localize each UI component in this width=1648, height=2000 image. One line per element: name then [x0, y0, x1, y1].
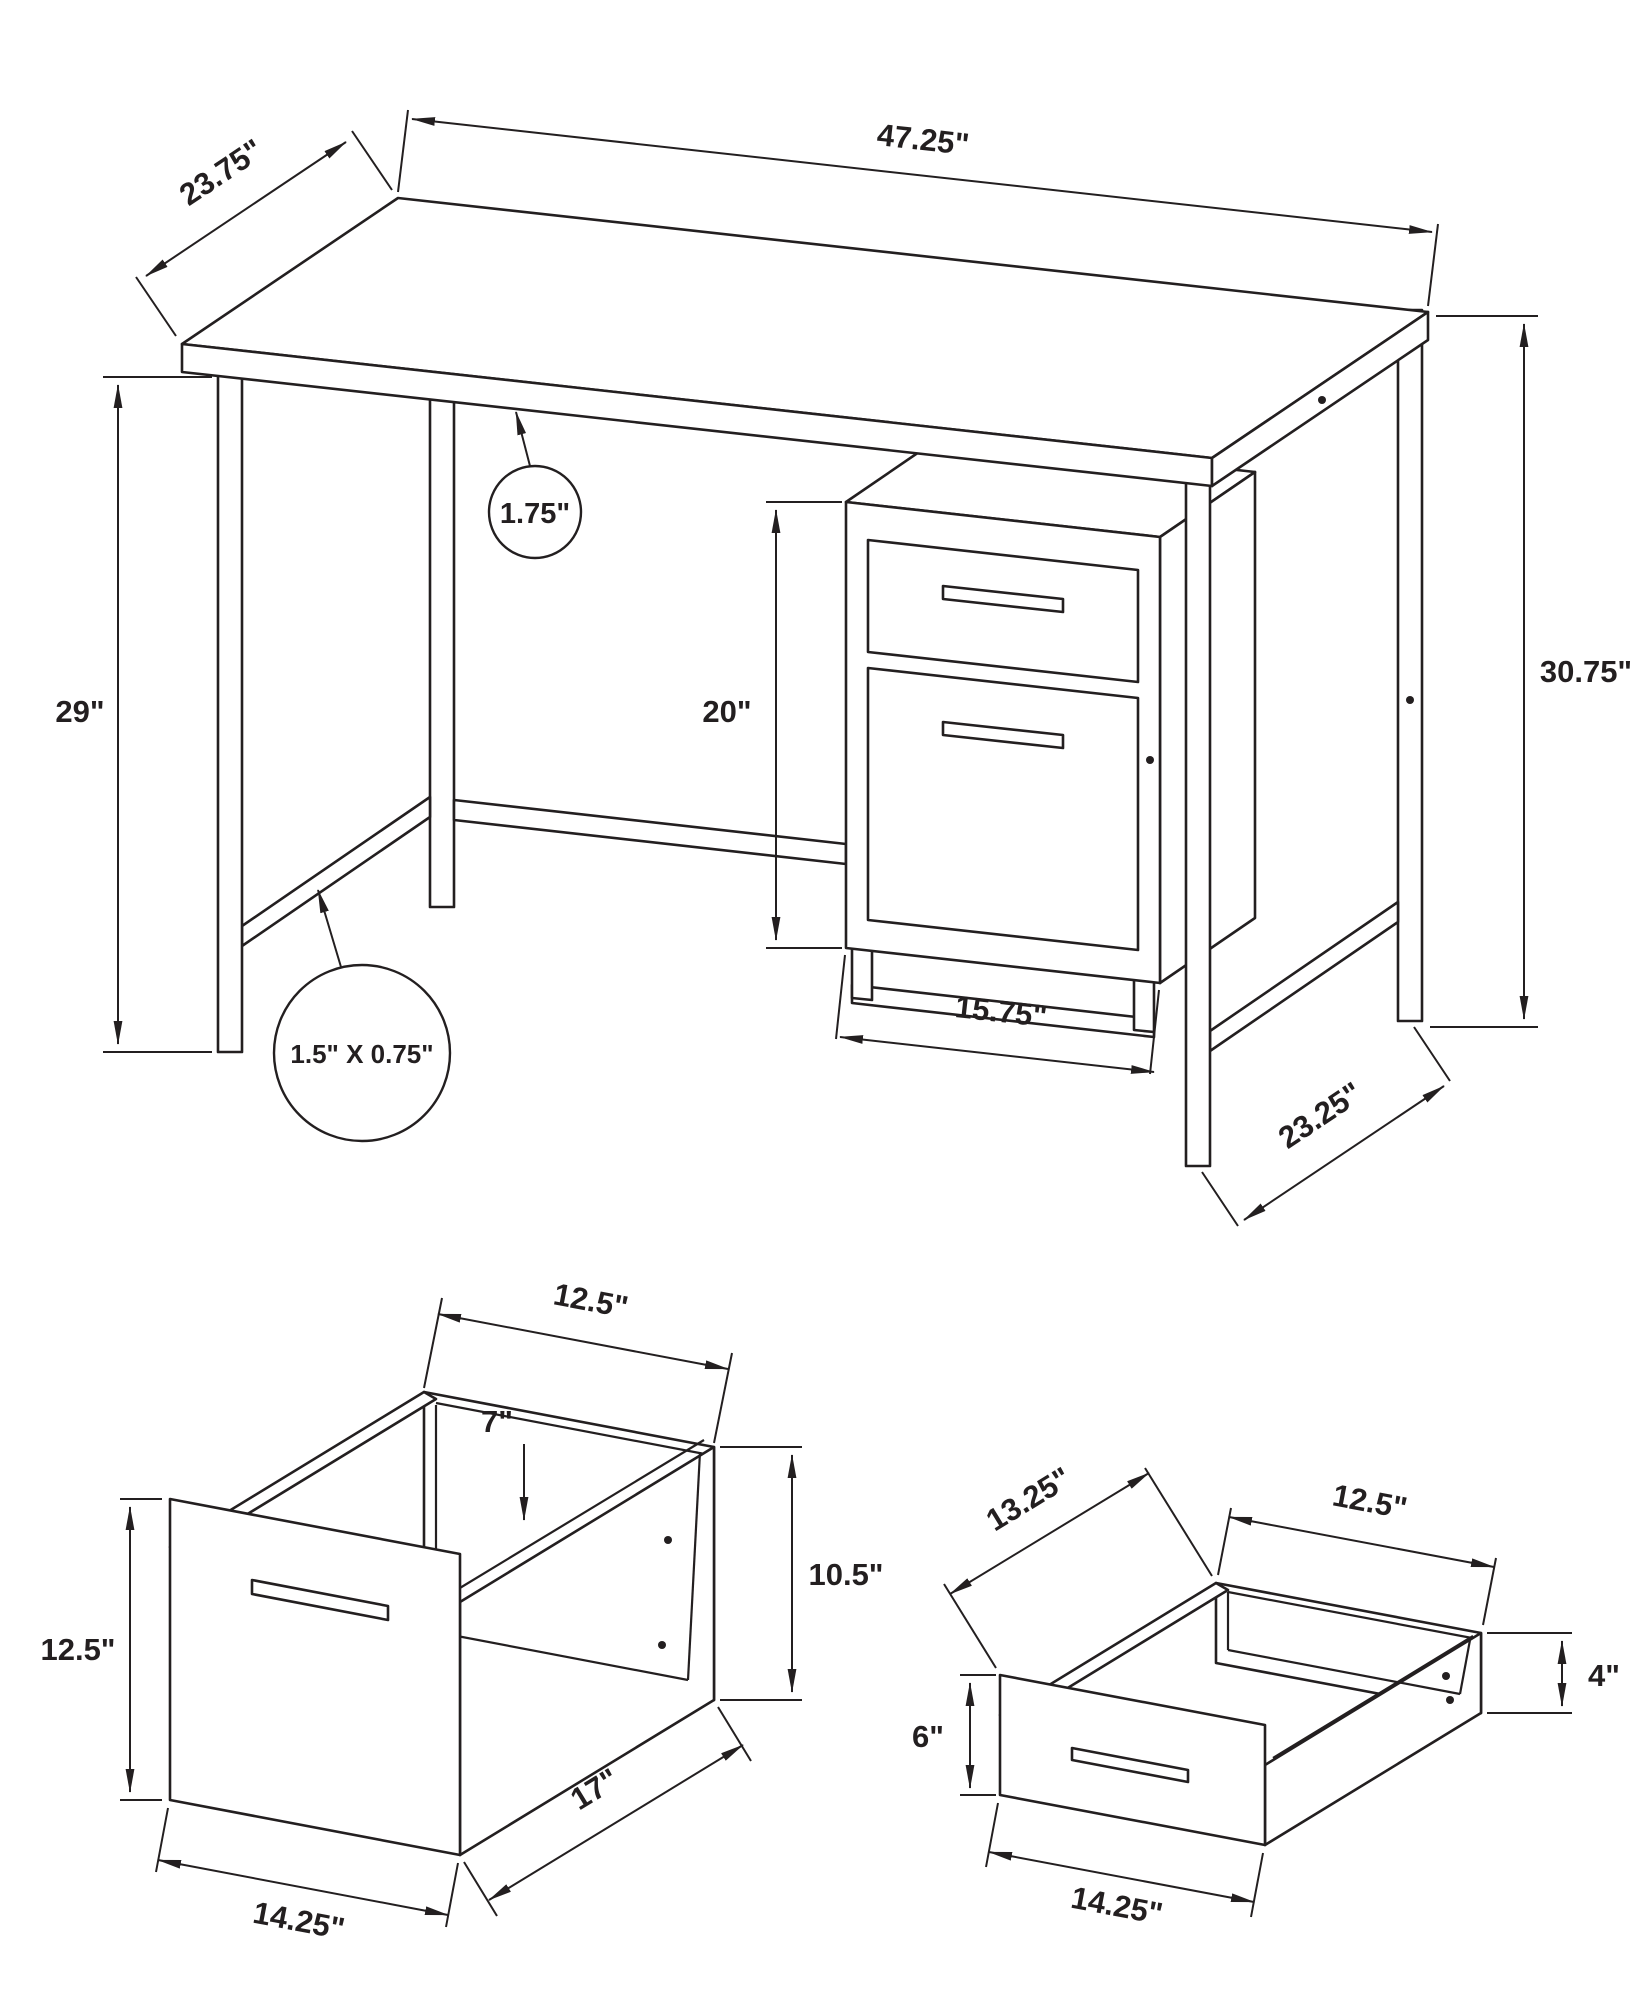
leader-line	[515, 411, 531, 467]
dimension-line	[949, 1472, 1150, 1595]
dim-desk-leg-height: 29"	[55, 376, 212, 1053]
extension-line	[351, 130, 393, 191]
dimension-line	[488, 1744, 744, 1901]
extension-line	[835, 954, 846, 1040]
small-drawer-view: 13.25" 12.5" 6" 4" 14.25"	[912, 1460, 1620, 1931]
desk-pedestal	[844, 435, 1257, 1039]
extension-line	[985, 1802, 999, 1868]
extension-line	[135, 276, 177, 337]
extension-line	[1144, 1467, 1213, 1577]
dim-label: 20"	[702, 694, 751, 729]
small-drawer-handle	[1070, 1746, 1190, 1784]
extension-line	[397, 109, 409, 193]
extension-line	[1250, 1852, 1264, 1918]
extension-line	[463, 1861, 498, 1917]
dim-file-drawer-front-height: 12.5"	[40, 1498, 162, 1801]
dimension-line	[157, 1859, 449, 1916]
interior-floor-edge	[435, 1630, 689, 1682]
top-drawer-handle	[941, 584, 1065, 614]
bottom-drawer-front	[866, 666, 1140, 952]
dim-label: 10.5"	[808, 1557, 883, 1592]
fastener-hole-dot	[658, 1641, 666, 1649]
back-rim-inner-edge	[1227, 1590, 1473, 1640]
extension-line	[423, 1297, 443, 1389]
interior-floor-edge	[1227, 1648, 1461, 1696]
dim-label: 1.5" X 0.75"	[290, 1039, 433, 1069]
extension-line	[717, 1706, 752, 1762]
file-drawer-view: 12.5" 7" 10.5" 12.5" 17"	[40, 1277, 883, 1947]
fastener-hole-dot	[1146, 756, 1154, 764]
file-drawer-front-panel	[168, 1497, 462, 1857]
callout-circle	[487, 464, 583, 560]
dim-file-drawer-back-height: 10.5"	[720, 1446, 884, 1701]
leader-line	[317, 889, 342, 968]
extension-line	[1482, 1557, 1497, 1626]
side-rim-inner-edge	[449, 1439, 705, 1595]
dim-file-drawer-inner-height: 7"	[481, 1404, 529, 1521]
extension-line	[943, 1583, 997, 1669]
interior-corner-edge	[686, 1451, 702, 1681]
desk-right-back-leg	[1396, 308, 1424, 1023]
dimension-line	[145, 141, 347, 277]
desk-view: 23.75" 47.25" 1.75" 29" 20"	[55, 109, 1632, 1227]
extension-line	[1413, 1026, 1451, 1082]
side-rim-inner-edge	[1272, 1635, 1474, 1759]
desk-right-front-leg	[1184, 456, 1212, 1168]
dimension-line	[411, 117, 1433, 234]
pedestal-left-foot	[850, 946, 874, 1002]
extension-line	[445, 1862, 459, 1928]
top-drawer-front	[866, 538, 1140, 684]
fastener-hole-dot	[1446, 1696, 1454, 1704]
dimension-line	[437, 1313, 729, 1370]
fastener-hole-dot	[664, 1536, 672, 1544]
dim-label: 4"	[1588, 1658, 1620, 1693]
dim-desk-knee-clearance: 20"	[702, 501, 842, 949]
dim-desk-top-thickness: 1.75"	[487, 411, 583, 560]
dim-label: 7"	[481, 1404, 513, 1439]
pedestal-right-foot	[1132, 976, 1156, 1034]
dim-label: 30.75"	[1540, 654, 1632, 689]
dimension-line	[839, 1035, 1155, 1074]
desk-top	[180, 196, 1430, 704]
bottom-drawer-handle	[941, 720, 1065, 750]
dim-label: 1.75"	[500, 498, 570, 530]
dim-label: 29"	[55, 694, 104, 729]
fastener-hole-dot	[1406, 696, 1414, 704]
dim-desk-overall-height: 30.75"	[1430, 315, 1632, 1028]
desk-left-front-leg	[216, 343, 244, 1054]
dim-label: 12.5"	[40, 1632, 115, 1667]
extension-line	[1427, 223, 1439, 307]
file-drawer-handle	[250, 1578, 390, 1622]
dimension-line	[1228, 1516, 1495, 1568]
interior-corner-edge	[1458, 1639, 1472, 1695]
extension-line	[1201, 1171, 1239, 1227]
dim-small-drawer-side-height: 4"	[1487, 1632, 1620, 1714]
callout-circle	[272, 963, 452, 1143]
dim-small-drawer-front-height: 6"	[912, 1674, 996, 1796]
fastener-hole-dot	[1318, 396, 1326, 404]
back-rim-inner-edge	[435, 1401, 711, 1457]
dim-desk-frame-tube: 1.5" X 0.75"	[272, 889, 452, 1143]
fastener-hole-dot	[1442, 1672, 1450, 1680]
dimension-line	[1243, 1085, 1445, 1221]
extension-line	[713, 1352, 733, 1444]
dimension-line	[988, 1851, 1255, 1903]
dim-label: 6"	[912, 1719, 944, 1754]
